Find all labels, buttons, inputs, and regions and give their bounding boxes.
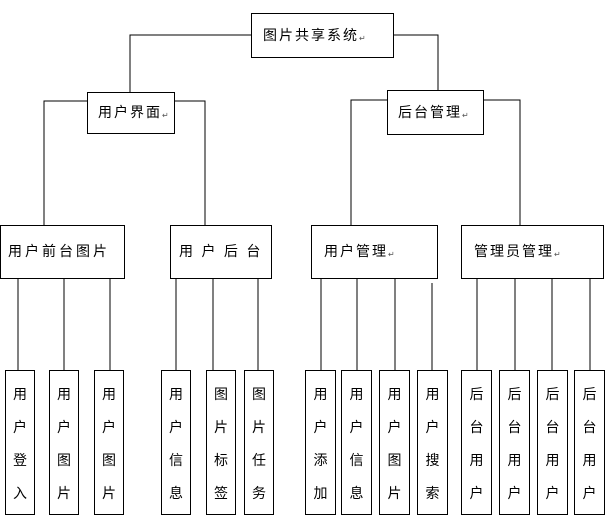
module-admin-management: 管理员管理↵ <box>461 225 604 279</box>
connector-backend-management-to-admin-management <box>484 99 521 225</box>
leaf-backend-user: 后台用户 <box>574 370 605 515</box>
leaf-label: 用户图片 <box>102 387 116 502</box>
leaf-backend-user: 后台用户 <box>499 370 530 515</box>
leaf-backend-user: 后台用户 <box>461 370 492 515</box>
leaf-label: 用户登入 <box>13 387 27 502</box>
leaf-label: 用户添加 <box>313 387 328 502</box>
module-admin-management-label: 管理员管理 <box>474 244 554 260</box>
root-node-label: 图片共享系统 <box>263 27 359 44</box>
branch-user-interface: 用户界面↵ <box>87 92 175 134</box>
connector-user-interface-to-user-backend <box>175 100 206 225</box>
module-user-management-label: 用户管理 <box>324 244 388 260</box>
connector-root-to-backend-management <box>394 34 439 90</box>
branch-backend-management-label: 后台管理 <box>398 104 462 121</box>
leaf-user-info: 用户信息 <box>341 370 372 515</box>
module-user-management: 用户管理↵ <box>311 225 438 279</box>
connector-user-interface-to-frontend-pictures <box>43 100 87 225</box>
paragraph-mark: ↵ <box>388 250 395 259</box>
leaf-user-add: 用户添加 <box>305 370 336 515</box>
leaf-label: 后台用户 <box>582 387 597 502</box>
leaf-label: 后台用户 <box>469 387 484 502</box>
leaf-label: 图片任务 <box>252 387 266 502</box>
leaf-label: 后台用户 <box>545 387 560 502</box>
leaf-user-search: 用户搜索 <box>417 370 448 515</box>
root-node: 图片共享系统↵ <box>251 13 394 58</box>
module-frontend-pictures-label: 用户前台图片 <box>8 244 110 260</box>
leaf-backend-user: 后台用户 <box>537 370 568 515</box>
leaf-label: 用户信息 <box>169 387 183 502</box>
leaf-label: 用户图片 <box>57 387 71 502</box>
leaf-label: 用户搜索 <box>425 387 440 502</box>
paragraph-mark: ↵ <box>359 33 366 43</box>
leaf-user-pictures: 用户图片 <box>94 370 124 515</box>
branch-user-interface-label: 用户界面 <box>98 105 162 121</box>
paragraph-mark: ↵ <box>462 110 469 120</box>
leaf-picture-tags: 图片标签 <box>206 370 236 515</box>
leaf-user-info: 用户信息 <box>161 370 191 515</box>
connector-root-to-user-interface <box>129 34 251 92</box>
leaf-user-login: 用户登入 <box>5 370 35 515</box>
leaf-user-pictures: 用户图片 <box>49 370 79 515</box>
leaf-user-pictures: 用户图片 <box>379 370 410 515</box>
module-user-backend-label: 用 户 后 台 <box>179 244 263 260</box>
leaf-label: 用户图片 <box>387 387 402 502</box>
module-user-backend: 用 户 后 台 <box>170 225 272 279</box>
paragraph-mark: ↵ <box>162 111 169 120</box>
leaf-label: 用户信息 <box>349 387 364 502</box>
connector-backend-management-to-user-management <box>350 99 387 225</box>
leaf-label: 图片标签 <box>214 387 228 502</box>
leaf-picture-tasks: 图片任务 <box>244 370 274 515</box>
module-frontend-pictures: 用户前台图片 <box>0 225 125 279</box>
leaf-label: 后台用户 <box>507 387 522 502</box>
branch-backend-management: 后台管理↵ <box>387 90 484 135</box>
paragraph-mark: ↵ <box>554 250 561 259</box>
